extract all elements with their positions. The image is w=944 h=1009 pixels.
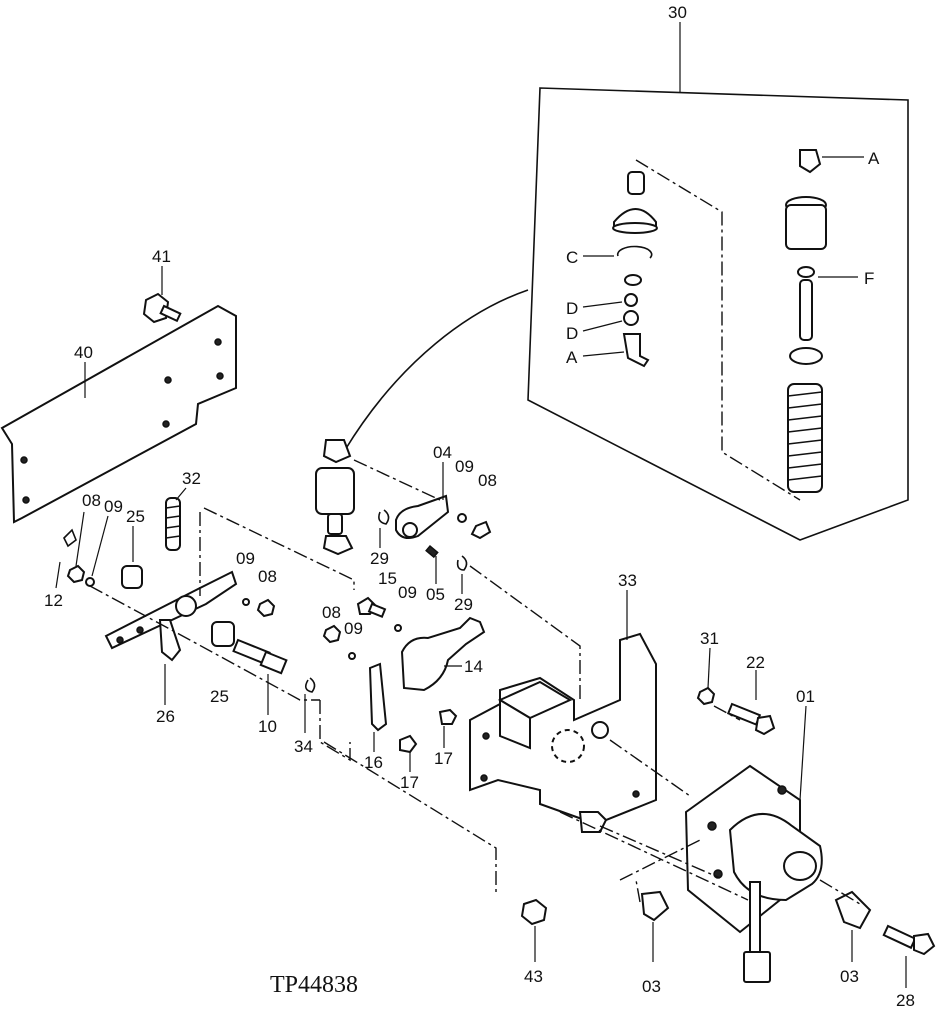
solenoid-detail-box [344,22,909,541]
callout-D-lower: D [566,324,578,343]
nut-08-left [66,564,86,584]
actuator-01 [684,705,823,983]
callout-17-right: 17 [434,749,453,768]
callout-26: 26 [156,707,175,726]
callout-05: 05 [426,585,445,604]
callout-43: 43 [524,967,543,986]
callout-28: 28 [896,991,915,1009]
callout-01: 01 [796,687,815,706]
clip-34 [304,677,316,693]
callout-08-lever: 08 [478,471,497,490]
callout-17-left: 17 [400,773,419,792]
callout-08-center: 08 [322,603,341,622]
solenoid-30 [315,439,355,556]
callout-30: 30 [668,3,687,22]
clip-03-right [834,890,872,962]
nut-08-center [322,624,342,644]
clip-09-right [394,624,402,632]
callout-04: 04 [433,443,452,462]
callout-25-top: 25 [126,507,145,526]
nut-08-mid [256,598,276,618]
screw-15 [356,596,387,618]
callout-22: 22 [746,653,765,672]
bushing-25b [211,621,235,647]
callout-A-bottom: A [566,348,578,367]
nut-31 [696,647,716,706]
callout-14: 14 [464,657,483,676]
reference-code: TP44838 [270,972,358,998]
throttle-stop-14 [400,616,486,692]
fasteners [55,509,468,733]
bolt-28 [882,924,936,988]
bolt-22 [726,670,776,736]
callout-F: F [864,269,874,288]
plate-40 [0,304,237,524]
callout-09-right: 09 [398,583,417,602]
callout-15: 15 [378,569,397,588]
detail-left-parts [612,171,658,368]
clip-03-left [640,890,670,962]
detail-spring [787,383,823,493]
callout-03-right: 03 [840,967,859,986]
lever-04 [395,462,492,540]
callout-08-left: 08 [82,491,101,510]
callout-41: 41 [152,247,171,266]
callout-40: 40 [74,343,93,362]
clip-09-left [85,577,95,587]
callout-labels: 30 A C F D D A 41 40 04 09 08 32 08 09 2… [44,3,915,1009]
callout-10: 10 [258,717,277,736]
link-16 [368,662,388,752]
detail-right-parts [785,149,827,493]
callout-12: 12 [44,591,63,610]
callout-03-left: 03 [642,977,661,996]
callout-25-bottom: 25 [210,687,229,706]
bolt-10 [232,638,288,715]
callout-C: C [566,248,578,267]
callout-32: 32 [182,469,201,488]
callout-31: 31 [700,629,719,648]
spring-32 [165,487,187,551]
callout-09-lever: 09 [455,457,474,476]
bolt-43 [520,898,548,962]
callout-34: 34 [294,737,313,756]
callout-09-mid: 09 [236,549,255,568]
bolt-41 [142,266,182,324]
screw-17b [399,734,418,772]
screw-17a [438,708,458,748]
callout-09-left: 09 [104,497,123,516]
bracket-33 [469,590,657,833]
clip-09-mid [242,598,250,606]
callout-29-lower: 29 [454,595,473,614]
callout-09-center: 09 [344,619,363,638]
callout-16: 16 [364,753,383,772]
callout-33: 33 [618,571,637,590]
lever-26 [104,570,238,705]
callout-A-top: A [868,149,880,168]
callout-29-upper: 29 [370,549,389,568]
callout-D-upper: D [566,299,578,318]
callout-08-mid: 08 [258,567,277,586]
alignment-lines [89,459,861,905]
bushing-25a [121,565,143,589]
clip-09-center [348,652,356,660]
